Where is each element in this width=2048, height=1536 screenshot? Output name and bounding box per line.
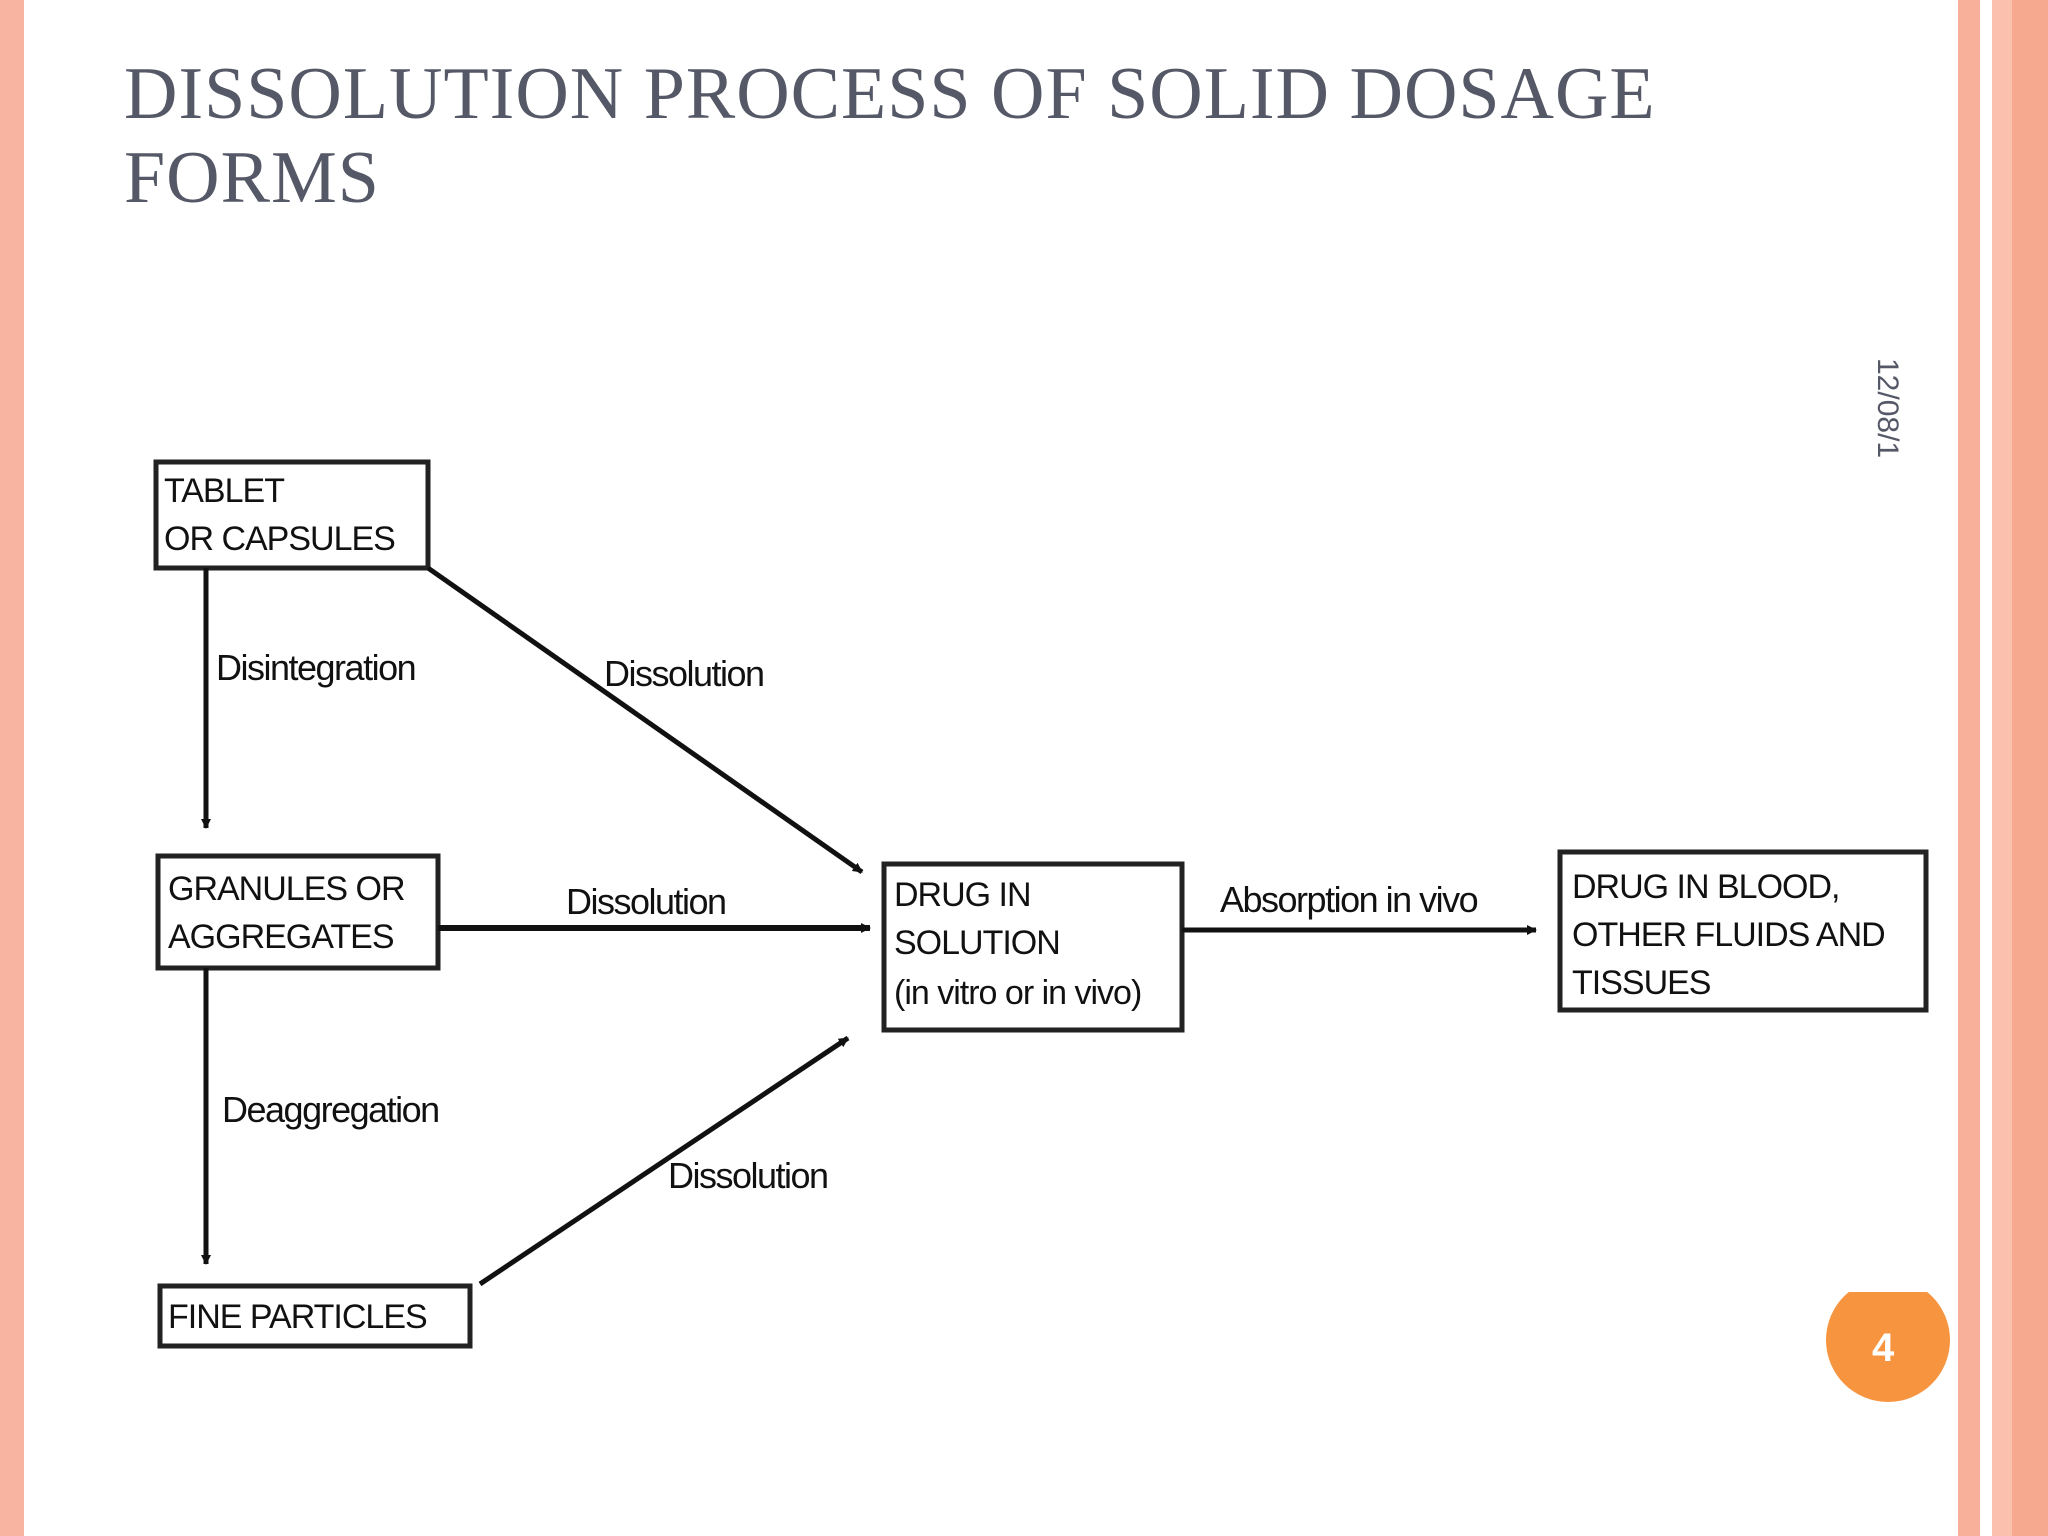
right-border-stripe-inner — [1992, 0, 2012, 1536]
right-border-stripe-outer — [2012, 0, 2048, 1536]
node-tablet-line-1: TABLET — [164, 472, 284, 510]
edge-label-dissolution-fine: Dissolution — [668, 1155, 828, 1196]
node-granules-line-1: GRANULES OR — [168, 870, 405, 908]
node-drug-solution-line-3: (in vitro or in vivo) — [894, 974, 1141, 1012]
page-number: 4 — [1872, 1326, 1895, 1370]
right-border-stripe — [1958, 0, 1980, 1536]
edge-label-disintegration: Disintegration — [216, 647, 415, 688]
page-badge-mask — [1806, 1254, 1946, 1292]
edge-tablet-dissolution-arrow — [426, 565, 864, 875]
left-border-stripe — [0, 0, 24, 1536]
node-tablet-box — [153, 459, 431, 571]
node-tablet-line-2: OR CAPSULES — [164, 520, 395, 558]
node-drug-blood-box — [1557, 849, 1929, 1013]
node-drug-solution-line-1: DRUG IN — [894, 876, 1031, 914]
node-drug-solution-line-2: SOLUTION — [894, 924, 1060, 962]
node-drug-blood-line-3: TISSUES — [1572, 964, 1711, 1002]
node-granules-box — [155, 853, 441, 971]
edge-label-dissolution-tablet: Dissolution — [604, 653, 764, 694]
right-border-gap — [1980, 0, 1992, 1536]
slide-title: DISSOLUTION PROCESS OF SOLID DOSAGE FORM… — [124, 53, 1656, 219]
node-fine-line-1: FINE PARTICLES — [168, 1298, 427, 1336]
edge-label-absorption: Absorption in vivo — [1220, 879, 1478, 920]
node-drug-blood-line-1: DRUG IN BLOOD, — [1572, 868, 1839, 906]
page-number-badge — [1826, 1278, 1950, 1402]
node-drug-blood-line-2: OTHER FLUIDS AND — [1572, 916, 1885, 954]
node-drug-solution-box — [881, 861, 1185, 1033]
edge-label-deaggregation: Deaggregation — [222, 1089, 439, 1130]
edge-fine-dissolution-arrow — [478, 1035, 850, 1287]
node-granules-line-2: AGGREGATES — [168, 918, 394, 956]
edge-label-dissolution-granules: Dissolution — [566, 881, 726, 922]
node-fine-box — [157, 1283, 473, 1349]
